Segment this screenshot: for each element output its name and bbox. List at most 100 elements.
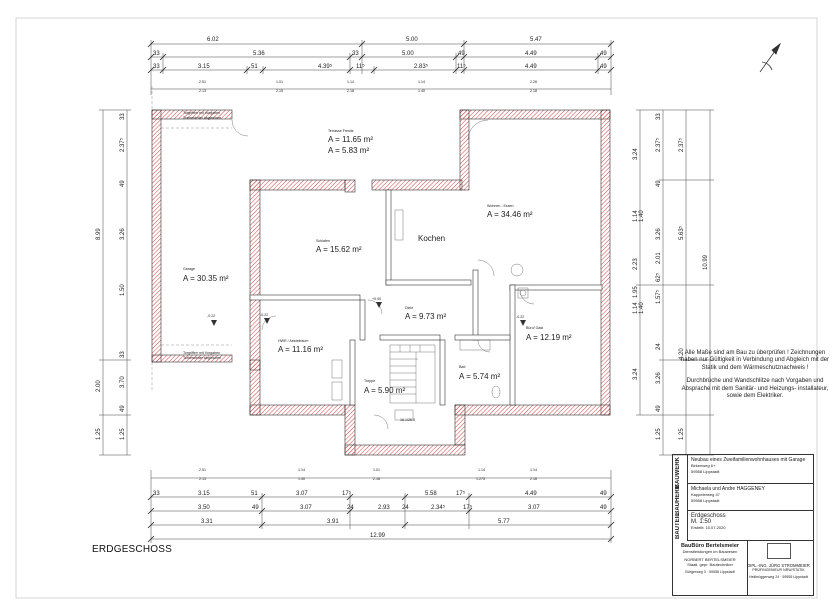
bottom-opening-1b: 2.13 (199, 477, 206, 481)
right-inner-0: 33 (656, 113, 662, 120)
right-col3-4: 1.95 (633, 286, 639, 298)
bottom-dimension-ticks (147, 493, 615, 543)
top-dim-3: 5.47 (530, 37, 542, 43)
room-name-garage: Garage (183, 267, 195, 271)
bottom-opening-3a: 1.01 (373, 468, 380, 472)
bottom-total: 12.99 (370, 533, 386, 539)
top-opening-4b: 1.40 (418, 89, 425, 93)
title-block-footer: BauBüro Bertelsmeier Dienstleistungen im… (673, 541, 813, 595)
top-row2-5: 4.49 (525, 51, 537, 57)
top-row2-4: 49 (458, 51, 465, 57)
level-markers (211, 302, 526, 326)
right-mid-1: 5.63⁵ (678, 225, 685, 240)
top-row3-5: 2.83⁵ (414, 63, 429, 70)
engineer-name: DIPL.-ING. JÜRG STROMMEIER (747, 563, 810, 568)
top-row3-2: 51 (251, 64, 258, 70)
side-label-bauteil: BAUTEIL (675, 513, 681, 539)
top-dimension-lines (150, 40, 612, 95)
bottom-opening-3b: 2.18 (373, 477, 380, 481)
room-name-utility: HWR / Abstellraum (278, 339, 308, 343)
top-row2-0: 33 (153, 51, 160, 57)
title-block-side: BAUWERK BAUHERR BAUTEIL (673, 455, 688, 541)
left-outer-2: 1.25 (96, 428, 102, 440)
garage-note-top-1: Torgriffen mit Vorgaben (183, 111, 220, 115)
bottom-row1-5: 5.58 (425, 491, 437, 497)
bottom-row3-2: 5.77 (498, 519, 510, 525)
client-address-1: Kappelerweg 47 (691, 492, 720, 497)
room-area-bedroom: A = 15.62 m² (316, 245, 362, 254)
top-row3-3: 4.39⁵ (318, 63, 333, 70)
bottom-row2-1: 49 (252, 505, 259, 511)
staircase (389, 344, 436, 404)
side-label-bauherr: BAUHERR (675, 485, 681, 515)
room-area-stair: A = 5.90 m² (364, 386, 405, 395)
top-opening-5b: 2.18 (530, 89, 537, 93)
room-area-garage: A = 30.35 m² (183, 274, 229, 283)
left-inner-3: 3.26 (120, 228, 126, 240)
top-opening-5a: 2.26 (530, 80, 537, 84)
right-col3-6: 1.40 (639, 302, 645, 314)
bottom-row2-7: 17⁵ (463, 504, 473, 511)
top-dimension-ticks (147, 40, 615, 74)
part-scale: M. 1:50 (691, 519, 712, 525)
engineer-stamp: DIPL.-ING. JÜRG STROMMEIER PRÜFINGENIEUR… (744, 541, 813, 595)
bottom-row2-0: 3.50 (198, 505, 210, 511)
office-person: NORBERT BERTELSMEIER (684, 557, 736, 562)
office-address: Bürgerweg 3 · 59558 Lippstadt (685, 570, 735, 574)
level-mark-utility: -0.22 (260, 313, 268, 317)
client-address-2: 59558 Lippstadt (691, 498, 720, 503)
garage-door-lines (151, 86, 232, 390)
bottom-opening-2a: 1.14 (298, 468, 305, 472)
bottom-row1-8: 49 (600, 491, 607, 497)
bottom-opening-2b: 1.40 (298, 477, 305, 481)
room-area-terrace-2: A = 5.83 m² (328, 146, 369, 155)
top-row3-7: 4.49 (525, 64, 537, 70)
part-date: Erstellt: 15.07.2020 (691, 525, 726, 530)
note-penetrations: Durchbrüche und Wandschlitze nach Vorgab… (681, 378, 829, 400)
bottom-opening-5b: 2.18 (530, 477, 537, 481)
room-area-living: A = 34.46 m² (487, 210, 533, 219)
note-dimensions: Alle Maße sind am Bau zu überprüfen ! Ze… (680, 350, 830, 371)
right-inner-3: 3.26 (656, 228, 662, 240)
bottom-row2-5: 24 (402, 505, 409, 511)
right-col3-2: 1.40 (639, 210, 645, 222)
client-name: Michaela und Andre HAGGENEY (691, 486, 765, 492)
bottom-row2-9: 49 (600, 505, 607, 511)
part-name: Erdgeschoss (691, 513, 726, 519)
left-inner-4: 1.50 (120, 284, 126, 296)
top-opening-3b: 2.18 (347, 89, 354, 93)
drawing-title: ERDGESCHOSS (92, 544, 172, 555)
project-name: Neubau eines Zweifamilienwohnhauses mit … (691, 457, 806, 463)
right-col3-0: 3.24 (633, 148, 639, 160)
bottom-opening-4b: 1.275 (476, 477, 485, 481)
room-name-bedroom: Schlafen (316, 239, 330, 243)
top-row2-6: 49 (600, 51, 607, 57)
right-inner-2: 49 (656, 180, 662, 187)
right-outer-0: 10.99 (703, 254, 709, 270)
garage-note-bottom-1: Torgriffen mit Vorgaben (183, 351, 220, 355)
sheet-frame (15, 17, 818, 599)
top-opening-1b: 2.13 (199, 89, 206, 93)
project-cell: Neubau eines Zweifamilienwohnhauses mit … (688, 455, 813, 484)
right-inner-7: 24 (656, 343, 662, 350)
bottom-row1-3: 3.07 (296, 491, 308, 497)
bottom-row2-3: 24 (347, 505, 354, 511)
door-swings (231, 119, 535, 430)
room-area-bath: A = 5.74 m² (459, 372, 500, 381)
part-cell: Erdgeschoss M. 1:50 Erstellt: 15.07.2020 (688, 511, 813, 541)
top-opening-3a: 1.14 (347, 80, 354, 84)
top-opening-4a: 1.14 (418, 80, 425, 84)
general-notes: Alle Maße sind am Bau zu überprüfen ! Ze… (680, 350, 830, 406)
bottom-row1-6: 17⁵ (456, 490, 466, 497)
left-inner-2: 49 (120, 180, 126, 187)
bottom-row3-1: 3.91 (327, 519, 339, 525)
office-subtitle: Dienstleistungen im Bauwesen (682, 549, 738, 554)
office-role: Staatl. gepr. Bautechniker (687, 562, 733, 567)
bottom-opening-4a: 1.14 (478, 468, 485, 472)
top-row2-3: 5.00 (402, 51, 414, 57)
project-address-1: Birkenweg 6+ (691, 463, 716, 468)
bottom-opening-1a: 2.51 (199, 468, 206, 472)
left-outer-1: 2.00 (96, 380, 102, 392)
bottom-row1-4: 17⁵ (342, 490, 352, 497)
bottom-row2-4: 2.93 (378, 505, 390, 511)
